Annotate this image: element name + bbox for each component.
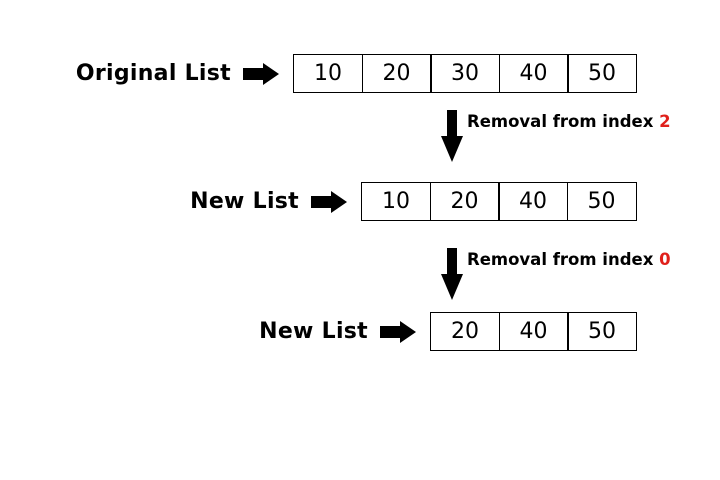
list-cell: 40 [498, 54, 569, 93]
original-list-row: Original List 10 20 30 40 50 [76, 54, 637, 94]
new-list-row: New List 20 40 50 [259, 312, 637, 352]
list-cell: 50 [566, 182, 637, 221]
new-list: 10 20 40 50 [361, 182, 637, 222]
removal-step: Removal from index 0 [441, 248, 671, 300]
list-cell: 10 [361, 182, 431, 221]
new-list-label-group: New List [259, 312, 416, 352]
removal-step-text: Removal from index 2 [467, 112, 671, 131]
list-cell: 40 [498, 182, 568, 221]
down-arrow-icon [441, 110, 463, 162]
removal-step-label: Removal from index [467, 112, 654, 131]
list-cell: 30 [430, 54, 500, 93]
new-list: 20 40 50 [430, 312, 637, 352]
original-list-label-group: Original List [76, 54, 279, 94]
new-list-label-group: New List [190, 182, 347, 222]
original-list: 10 20 30 40 50 [293, 54, 637, 94]
right-arrow-icon [311, 191, 347, 213]
removal-step-label: Removal from index [467, 250, 654, 269]
removal-step-text: Removal from index 0 [467, 250, 671, 269]
down-arrow-icon [441, 248, 463, 300]
list-cell: 20 [361, 54, 432, 93]
list-cell: 10 [293, 54, 363, 93]
list-cell: 20 [429, 182, 500, 221]
new-list-label: New List [190, 189, 299, 214]
right-arrow-icon [380, 321, 416, 343]
removal-index: 2 [659, 112, 671, 131]
list-cell: 20 [430, 312, 500, 351]
right-arrow-icon [243, 63, 279, 85]
removal-step: Removal from index 2 [441, 110, 671, 162]
original-list-label: Original List [75, 61, 231, 86]
new-list-label: New List [259, 319, 368, 344]
list-cell: 50 [567, 312, 637, 351]
new-list-row: New List 10 20 40 50 [190, 182, 637, 222]
list-cell: 40 [498, 312, 569, 351]
list-cell: 50 [567, 54, 637, 93]
removal-index: 0 [659, 250, 671, 269]
